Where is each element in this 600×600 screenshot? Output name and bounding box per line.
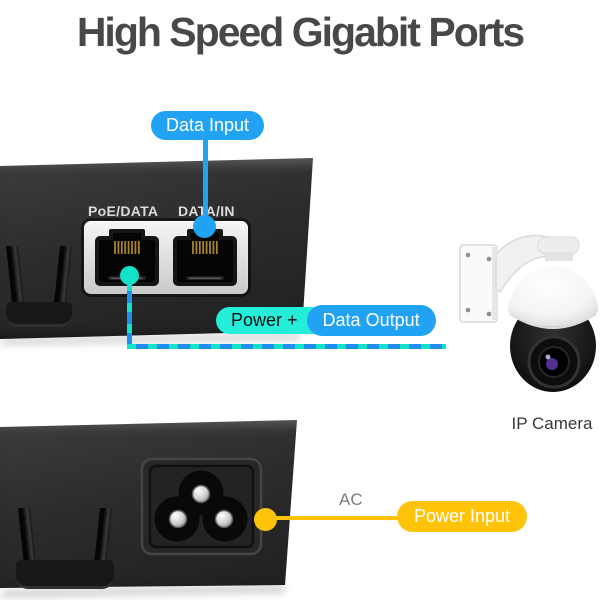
ac-label: AC (339, 490, 363, 509)
power-data-output-badge: Power + Data Output (216, 305, 436, 336)
poe-output-dashed-line-horizontal (127, 344, 446, 349)
mounting-clip (16, 508, 116, 589)
ac-power-socket (140, 457, 263, 556)
rj45-port-data-in (173, 229, 237, 286)
data-input-badge: Data Input (151, 111, 264, 140)
mounting-clip (4, 246, 76, 330)
power-plus-label: Power + (231, 310, 298, 330)
data-output-badge: Data Output (306, 305, 436, 336)
poe-output-connector-dot (120, 266, 139, 285)
port-label-poe-data: PoE/DATA (88, 203, 159, 219)
ip-camera-image (459, 234, 598, 392)
power-input-badge: Power Input (397, 501, 527, 532)
clip-prong (6, 246, 25, 310)
clip-prong (53, 246, 72, 310)
data-input-connector-line (203, 138, 208, 228)
page-title: High Speed Gigabit Ports (76, 9, 525, 55)
clip-base (6, 302, 72, 327)
power-input-connector-line (264, 516, 398, 520)
data-input-connector-dot (193, 215, 216, 238)
clip-base (16, 560, 114, 589)
poe-output-dashed-line-vertical (127, 282, 132, 346)
ip-camera-caption: IP Camera (511, 414, 593, 433)
